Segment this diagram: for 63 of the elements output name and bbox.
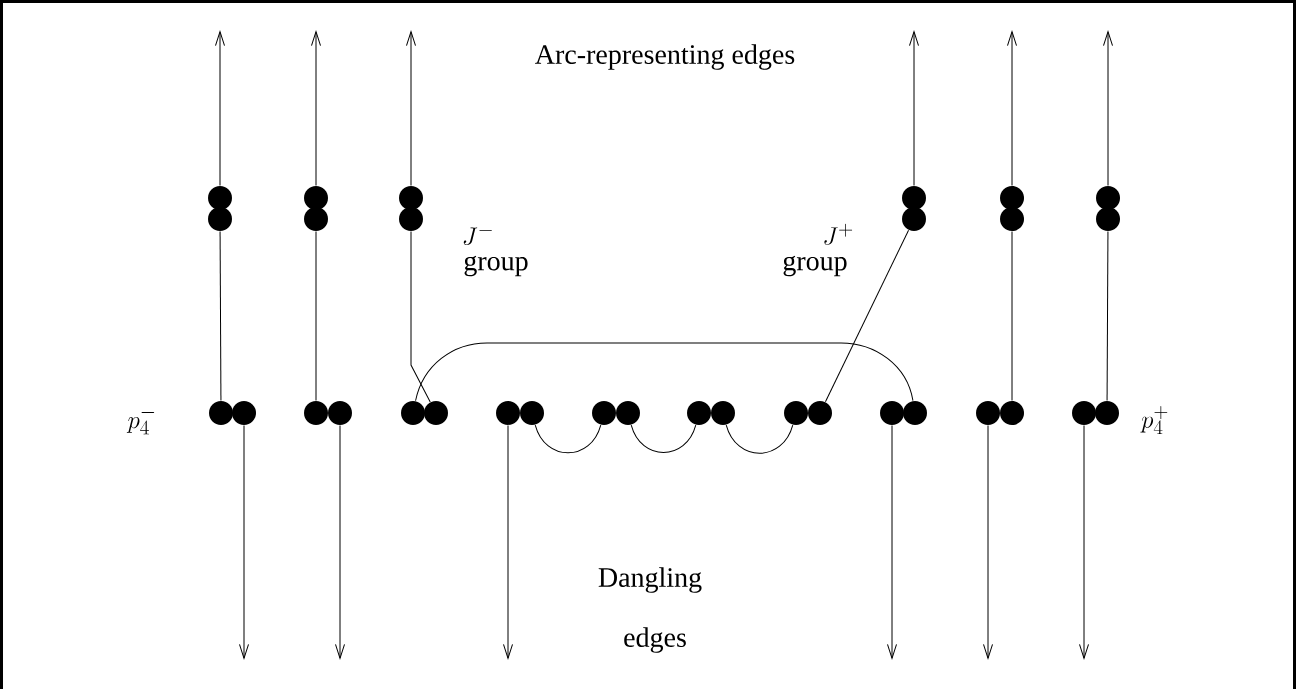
dot	[1072, 401, 1096, 425]
connector-line	[534, 424, 602, 454]
label-text: edges	[624, 627, 686, 653]
dot	[808, 401, 832, 425]
arrow	[983, 425, 993, 659]
dot	[304, 186, 328, 210]
arrow	[239, 425, 249, 659]
dot	[592, 401, 616, 425]
connector-line	[315, 231, 317, 401]
dot	[399, 186, 423, 210]
dot	[520, 401, 544, 425]
math-label: $J^-$	[463, 227, 492, 246]
arrow	[215, 31, 225, 186]
arrow	[311, 31, 321, 186]
dot	[687, 401, 711, 425]
dot	[616, 401, 640, 425]
dot	[880, 401, 904, 425]
arrow	[1007, 31, 1017, 186]
dot	[903, 401, 927, 425]
dot	[401, 401, 425, 425]
dot	[208, 186, 232, 210]
connector-line	[410, 231, 431, 403]
dot	[902, 186, 926, 210]
label-text: Dangling	[598, 567, 702, 593]
dot	[208, 207, 232, 231]
dot	[1095, 401, 1119, 425]
dot	[784, 401, 808, 425]
arrow	[909, 31, 919, 186]
dot	[424, 401, 448, 425]
dot	[328, 401, 352, 425]
dot	[711, 401, 735, 425]
dot	[1000, 186, 1024, 210]
arrow	[1079, 425, 1089, 659]
dot	[1000, 401, 1024, 425]
connector-line	[1106, 231, 1109, 401]
dot	[304, 401, 328, 425]
arrow	[1103, 31, 1113, 186]
math-label: $p_4^-$	[126, 412, 155, 435]
connector-line	[219, 231, 222, 401]
math-label: $p_4^+$	[1140, 406, 1168, 434]
dot	[1096, 186, 1120, 210]
dot	[1096, 207, 1120, 231]
math-label: $J^+$	[824, 223, 853, 245]
label-text: group	[783, 255, 847, 277]
label-text: Arc-representing edges	[535, 44, 795, 70]
connector-line	[824, 229, 910, 403]
arrow	[503, 425, 513, 659]
label-text: group	[464, 255, 528, 277]
connector-line	[630, 424, 697, 453]
arrow	[406, 31, 416, 186]
dot	[399, 207, 423, 231]
dot	[976, 401, 1000, 425]
connector-line	[725, 424, 794, 454]
dot	[304, 207, 328, 231]
arrow	[335, 425, 345, 659]
connector-line	[1011, 231, 1013, 401]
arrow	[887, 425, 897, 659]
connector-line	[415, 342, 914, 402]
dot	[1000, 207, 1024, 231]
dot	[232, 401, 256, 425]
dot	[902, 207, 926, 231]
dot	[496, 401, 520, 425]
dot	[209, 401, 233, 425]
